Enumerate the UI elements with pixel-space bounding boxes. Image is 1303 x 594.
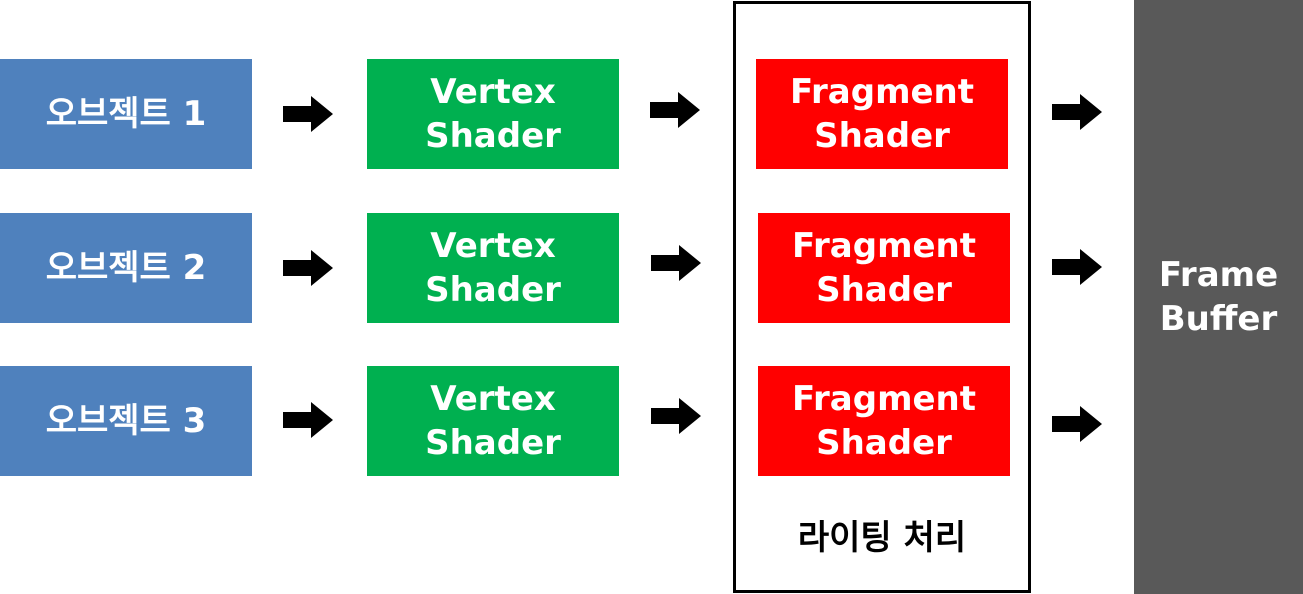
frame-buffer-box: Frame Buffer [1134,0,1303,594]
lighting-frame [733,1,1031,593]
vertex-shader-line2: Shader [425,270,561,310]
lighting-label: 라이팅 처리 [797,518,967,558]
vertex-shader-line1: Vertex [430,72,556,112]
frame-buffer-line2: Buffer [1159,299,1278,339]
vertex-shader-line2: Shader [425,116,561,156]
object-box-1: 오브젝트 1 [0,59,252,169]
vertex-shader-box-1: Vertex Shader [367,59,619,169]
vertex-shader-line2: Shader [425,423,561,463]
frame-buffer-line1: Frame [1158,255,1279,295]
object-box-3: 오브젝트 3 [0,366,252,476]
vertex-shader-line1: Vertex [430,226,556,266]
vertex-shader-line1: Vertex [430,379,556,419]
fragment-shader-line2: Shader [814,116,950,156]
object-label: 오브젝트 2 [45,248,207,288]
vertex-shader-box-2: Vertex Shader [367,213,619,323]
vertex-shader-box-3: Vertex Shader [367,366,619,476]
object-label: 오브젝트 3 [45,401,207,441]
fragment-shader-line2: Shader [816,270,952,310]
arrow-right-icon [650,92,700,128]
arrow-right-icon [1052,94,1102,130]
fragment-shader-box-1: Fragment Shader [756,59,1008,169]
arrow-right-icon [283,96,333,132]
fragment-shader-line1: Fragment [789,72,975,112]
object-box-2: 오브젝트 2 [0,213,252,323]
object-label: 오브젝트 1 [45,94,207,134]
fragment-shader-box-2: Fragment Shader [758,213,1010,323]
arrow-right-icon [1052,406,1102,442]
fragment-shader-line1: Fragment [791,379,977,419]
fragment-shader-box-3: Fragment Shader [758,366,1010,476]
arrow-right-icon [1052,249,1102,285]
fragment-shader-line1: Fragment [791,226,977,266]
fragment-shader-line2: Shader [816,423,952,463]
arrow-right-icon [283,402,333,438]
arrow-right-icon [651,245,701,281]
arrow-right-icon [651,398,701,434]
arrow-right-icon [283,250,333,286]
